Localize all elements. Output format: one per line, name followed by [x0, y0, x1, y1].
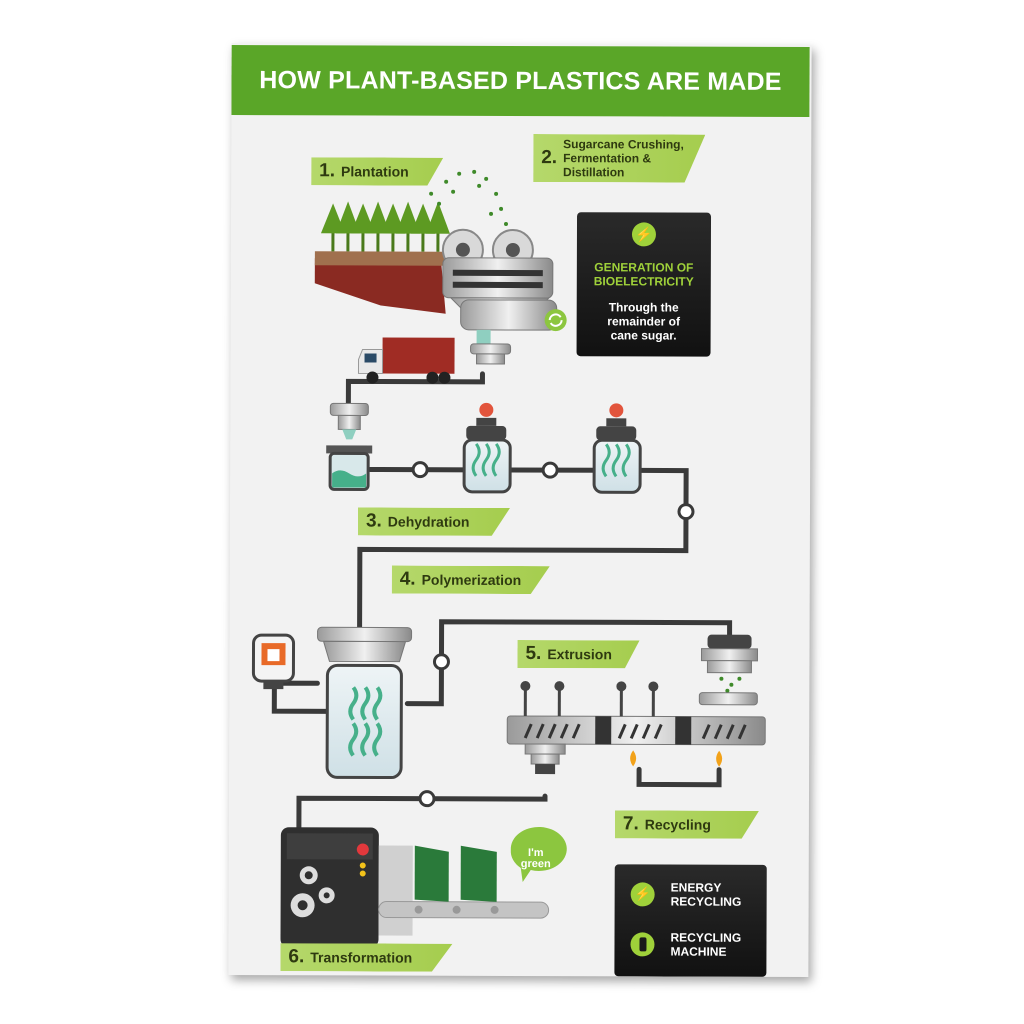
dehydration-tanks	[326, 402, 642, 494]
bioelectricity-body-2: remainder of	[607, 314, 681, 329]
bioelectricity-box: ⚡ GENERATION OF BIOELECTRICITY Through t…	[576, 212, 712, 357]
plantation-illustration	[314, 169, 508, 314]
bioelectricity-body-1: Through the	[608, 300, 679, 315]
energy-icon: ⚡	[630, 882, 655, 907]
polymerization-reactor	[251, 626, 413, 780]
im-green-bubble-text: I'm green	[520, 847, 551, 871]
lightning-icon: ⚡	[631, 222, 657, 247]
step-4-label: 4. Polymerization	[392, 566, 550, 595]
step-6-label: 6. Transformation	[280, 943, 452, 972]
bioelectricity-body-3: cane sugar.	[610, 328, 677, 343]
crusher-machine	[441, 228, 567, 344]
step-5-label: 5. Extrusion	[517, 640, 639, 668]
transformation-machine	[280, 827, 567, 948]
pipe-valves	[411, 461, 695, 808]
bioelectricity-heading-2: BIOELECTRICITY	[593, 274, 694, 289]
step-1-label: 1. Plantation	[311, 157, 443, 185]
bioelectricity-heading-1: GENERATION OF	[594, 260, 694, 275]
step-2-label: 2. Sugarcane Crushing, Fermentation & Di…	[533, 134, 705, 183]
bottle-icon	[630, 932, 655, 957]
step-7-label: 7. Recycling	[615, 810, 759, 839]
recycling-machine-line1: RECYCLING	[670, 930, 742, 945]
recycling-machine-line2: MACHINE	[670, 944, 727, 959]
process-illustration	[251, 169, 766, 948]
truck-illustration	[357, 337, 512, 384]
energy-recycling-line2: RECYCLING	[670, 894, 742, 909]
step-3-label: 3. Dehydration	[358, 507, 510, 536]
extrusion-line	[506, 634, 766, 775]
energy-recycling-line1: ENERGY	[670, 880, 722, 895]
recycling-box: ⚡ ENERGY RECYCLING RECYCLING MACHINE	[614, 864, 767, 977]
poster: HOW PLANT-BASED PLASTICS ARE MADE	[228, 42, 812, 978]
